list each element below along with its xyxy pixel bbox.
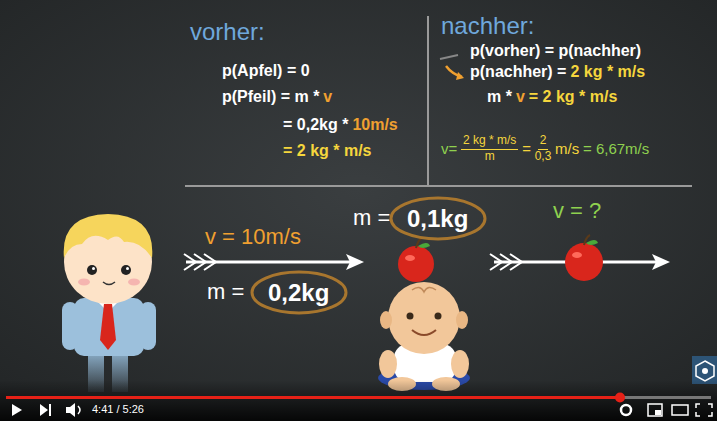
formula-text: p(Pfeil) = m *: [222, 88, 319, 106]
arrow-icon: [440, 55, 464, 80]
text-line: m *v= 2 kg * m/s: [487, 88, 617, 106]
formula-text: 2: [538, 134, 549, 150]
formula-text: v: [323, 88, 332, 106]
text-line: v = ?: [553, 198, 601, 223]
text-line: = 2 kg * m/s: [283, 142, 372, 160]
formula-text: v = 10m/s: [205, 224, 301, 249]
text-line: 4:41 / 5:26: [92, 403, 144, 416]
formula-text: nachher:: [441, 12, 534, 40]
formula-text: =: [522, 140, 531, 157]
formula-text: v = ?: [553, 198, 601, 223]
fraction: 2 kg * m/sm: [461, 134, 518, 164]
formula-text: 2 kg * m/s: [461, 134, 518, 150]
formula-text: = 0,2kg *: [283, 116, 348, 134]
channel-logo: [692, 356, 717, 384]
formula-text: 2 kg * m/s: [570, 63, 645, 81]
text-line: nachher:: [441, 12, 534, 40]
formula-text: m *: [487, 88, 512, 106]
divider-line: [185, 185, 692, 187]
formula-text: 10m/s: [352, 116, 397, 134]
formula-text: = 6,67m/s: [583, 140, 649, 157]
text-line: m =: [353, 205, 390, 230]
formula-text: m =: [353, 205, 390, 230]
text-line: v=2 kg * m/sm=20,3m/s= 6,67m/s: [441, 134, 649, 164]
value-text: 0,2kg: [268, 279, 329, 307]
text-line: = 0,2kg *10m/s: [283, 116, 398, 134]
boy-figure: [62, 214, 156, 392]
formula-text: v: [516, 88, 525, 106]
text-line: p(Apfel) = 0: [222, 62, 310, 80]
text-line: p(vorher) = p(nachher): [470, 42, 641, 60]
video-player-bar: [0, 380, 717, 421]
text-line: m =: [207, 279, 244, 304]
circled-value: 0,2kg: [250, 270, 348, 315]
formula-text: vorher:: [190, 18, 265, 46]
fraction: 20,3: [535, 134, 552, 164]
formula-text: 0,3: [535, 150, 552, 164]
arrow-figure: [184, 254, 364, 270]
baby-figure: [378, 238, 470, 391]
circled-value: 0,1kg: [389, 196, 487, 241]
text-line: p(nachher) =2 kg * m/s: [470, 63, 645, 81]
formula-text: m: [485, 150, 495, 164]
formula-text: m =: [207, 279, 244, 304]
text-line: p(Pfeil) = m *v: [222, 88, 332, 106]
formula-text: p(vorher) = p(nachher): [470, 42, 641, 60]
value-text: 0,1kg: [407, 205, 468, 233]
formula-text: m/s: [555, 140, 579, 157]
text-line: vorher:: [190, 18, 265, 46]
formula-text: = 2 kg * m/s: [529, 88, 618, 106]
formula-text: 4:41 / 5:26: [92, 403, 144, 416]
arrow-figure: [490, 235, 670, 281]
formula-text: p(nachher) =: [470, 63, 566, 81]
text-line: v = 10m/s: [205, 224, 301, 249]
formula-text: p(Apfel) = 0: [222, 62, 310, 80]
formula-text: = 2 kg * m/s: [283, 142, 372, 160]
formula-text: v=: [441, 140, 457, 157]
divider-line: [427, 16, 429, 186]
